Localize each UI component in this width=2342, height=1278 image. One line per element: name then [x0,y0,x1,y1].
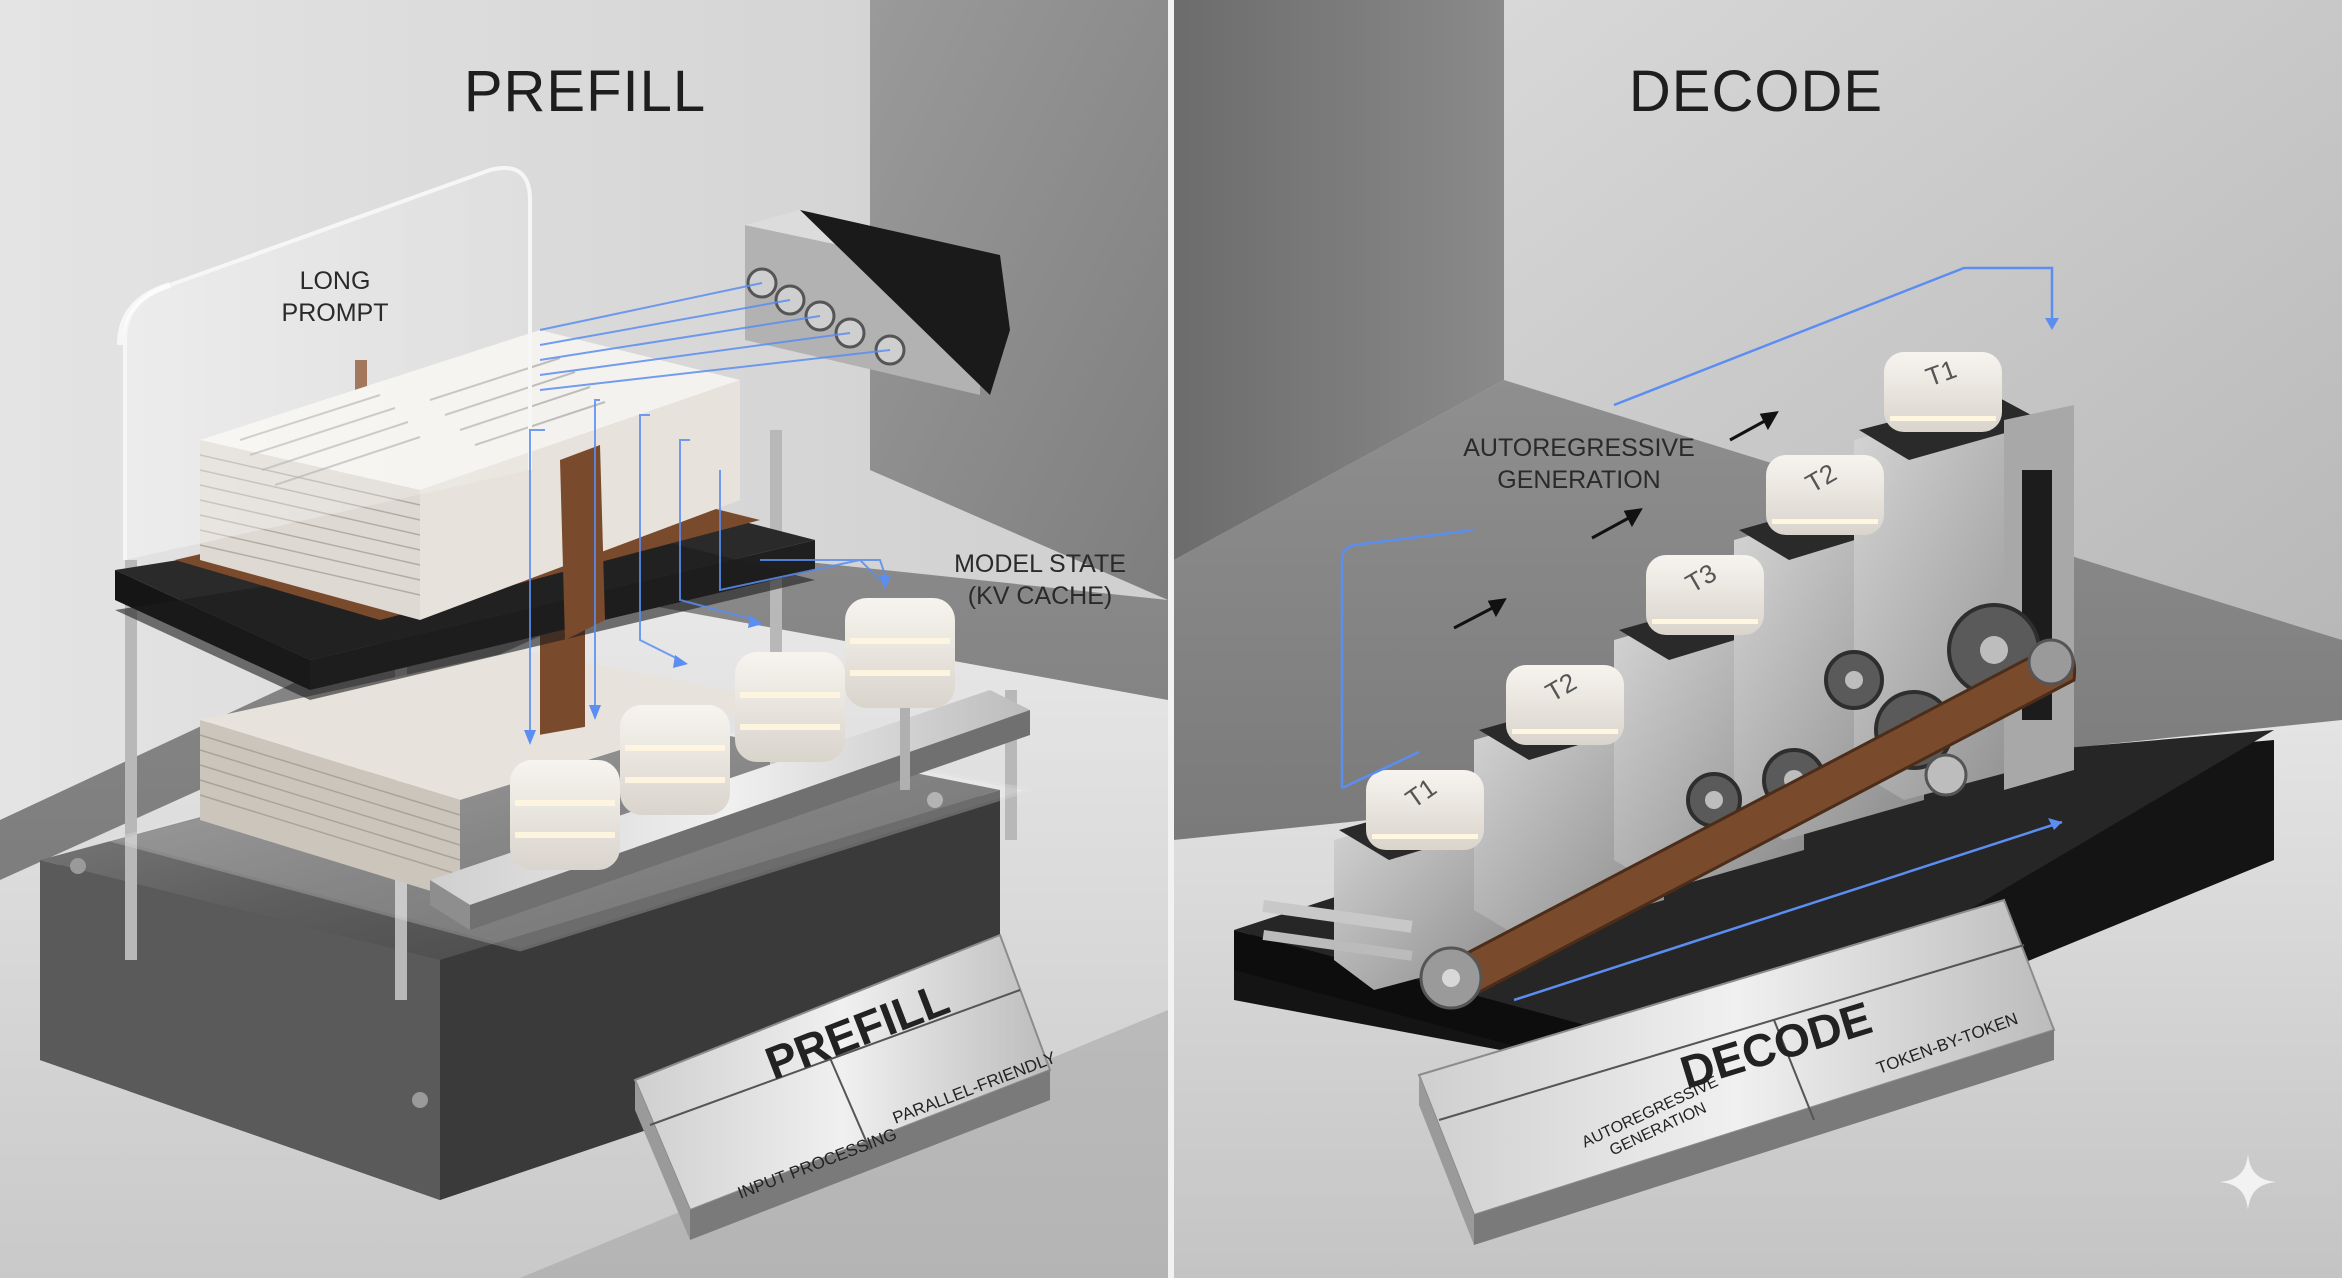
autoregressive-line-2: GENERATION [1497,466,1661,494]
sparkle-icon [2220,1154,2276,1210]
panel-divider [1168,0,1174,1278]
decode-scene [1174,0,2342,1278]
long-prompt-line-2: PROMPT [281,299,389,327]
kv-cache-cubes [510,598,955,870]
model-state-line-2: (KV CACHE) [967,582,1113,610]
token-caps [1366,352,2002,850]
autoregressive-label: AUTOREGRESSIVE GENERATION [1444,432,1714,496]
model-state-label: MODEL STATE (KV CACHE) [950,548,1130,612]
prefill-panel: PREFILL LONG PROMPT MODEL STATE (KV CACH… [0,0,1168,1278]
model-state-line-1: MODEL STATE [954,550,1126,578]
prefill-title: PREFILL [463,59,707,124]
prefill-scene [0,0,1168,1278]
long-prompt-label: LONG PROMPT [255,265,415,329]
long-prompt-line-1: LONG [299,267,371,295]
decode-panel: DECODE AUTOREGRESSIVE GENERATION T1 T2 T… [1174,0,2342,1278]
autoregressive-line-1: AUTOREGRESSIVE [1463,434,1695,462]
decode-title: DECODE [1628,59,1884,124]
